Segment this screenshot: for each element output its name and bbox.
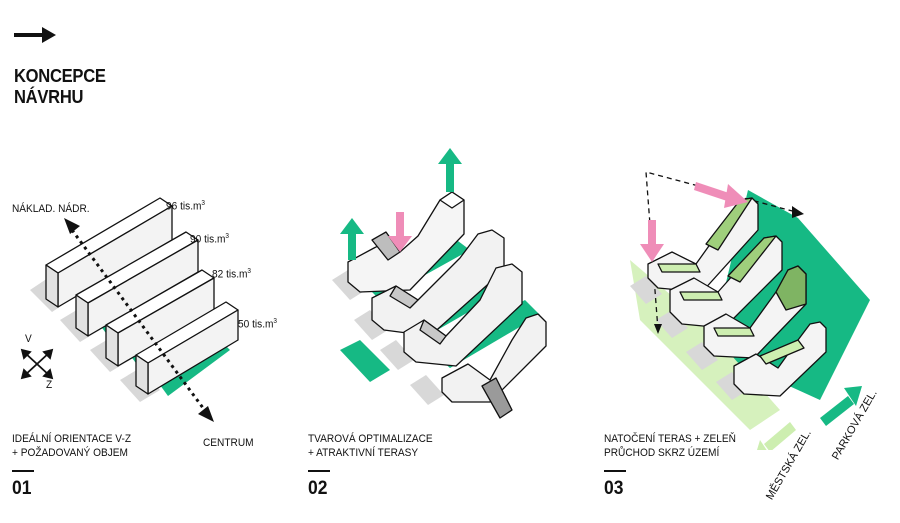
axis-dotted-line — [70, 229, 208, 413]
shadow — [716, 372, 748, 400]
panel2-caption-line2: + ATRAKTIVNÍ TERASY — [308, 447, 419, 459]
shadow — [354, 310, 388, 340]
panel3-rule — [604, 470, 626, 472]
arrow-down-icon — [388, 212, 412, 252]
terrace-building-2 — [371, 229, 505, 337]
shadow — [332, 270, 366, 300]
compass-v-label: V — [25, 333, 32, 345]
panel3-caption-line1: NATOČENÍ TERAS + ZELEŇ — [604, 433, 736, 445]
panel1-caption: IDEÁLNÍ ORIENTACE V-Z + POŽADOVANÝ OBJEM — [12, 432, 131, 460]
page-title: KONCEPCE NÁVRHU — [14, 66, 106, 108]
arrow-down-icon — [654, 324, 662, 334]
building-block-4 — [135, 301, 239, 395]
arrow-right-icon — [792, 206, 804, 218]
title-line-1: KONCEPCE — [14, 66, 106, 86]
arrow-right-icon — [14, 27, 56, 43]
panel1-number: 01 — [12, 478, 32, 499]
panel1-caption-line1: IDEÁLNÍ ORIENTACE V-Z — [12, 433, 132, 445]
terrace-building-1 — [347, 191, 465, 293]
panel2-caption-line1: TVAROVÁ OPTIMALIZACE — [308, 433, 433, 445]
building-block-3 — [105, 269, 215, 367]
arrow-up-left-icon — [64, 218, 80, 234]
terrace-green-building-4 — [733, 321, 827, 397]
shadow — [686, 342, 718, 370]
shadow — [380, 340, 414, 370]
terrace-green-building-3 — [703, 265, 807, 359]
panel1-rule — [12, 470, 34, 472]
terrace-building-3 — [403, 263, 523, 367]
panel1-caption-line2: + POŽADOVANÝ OBJEM — [12, 447, 128, 459]
panel3-number: 03 — [604, 478, 624, 499]
panel1-diagram — [20, 197, 239, 422]
panel2-diagram — [332, 148, 547, 419]
compass-icon — [20, 348, 54, 380]
building-block-1 — [45, 197, 173, 308]
panel2-rule — [308, 470, 330, 472]
panel2-caption: TVAROVÁ OPTIMALIZACE + ATRAKTIVNÍ TERASY — [308, 432, 433, 460]
terrace-building-4 — [441, 313, 547, 419]
green-ground — [340, 340, 390, 382]
compass-z-label: Z — [46, 379, 53, 391]
park-green-arrow-icon — [820, 386, 862, 426]
volume-label-4: 50 tis.m3 — [238, 318, 278, 331]
reservoir-label: NÁKLAD. NÁDR. — [12, 203, 90, 215]
shadow — [656, 310, 688, 338]
city-green-arrow-icon — [757, 422, 796, 450]
volume-label-2: 90 tis.m3 — [190, 233, 230, 246]
pink-arrow-down-icon — [640, 220, 664, 262]
pink-arrow-diagonal-icon — [694, 182, 748, 208]
arrow-down-right-icon — [198, 406, 214, 422]
shadow — [630, 276, 662, 304]
panel3-caption: NATOČENÍ TERAS + ZELEŇ PRŮCHOD SKRZ ÚZEM… — [604, 432, 736, 460]
volume-label-1: 96 tis.m3 — [166, 200, 206, 213]
title-line-2: NÁVRHU — [14, 87, 84, 107]
volume-label-3: 82 tis.m3 — [212, 268, 252, 281]
terrace-green-building-2 — [669, 235, 783, 329]
panel3-diagram — [630, 171, 870, 450]
arrow-up-icon — [340, 148, 462, 260]
panel3-caption-line2: PRŮCHOD SKRZ ÚZEMÍ — [604, 447, 720, 459]
terrace-green-building-1 — [647, 197, 759, 293]
panel2-number: 02 — [308, 478, 328, 499]
center-label: CENTRUM — [203, 437, 254, 449]
shadow — [410, 375, 444, 405]
